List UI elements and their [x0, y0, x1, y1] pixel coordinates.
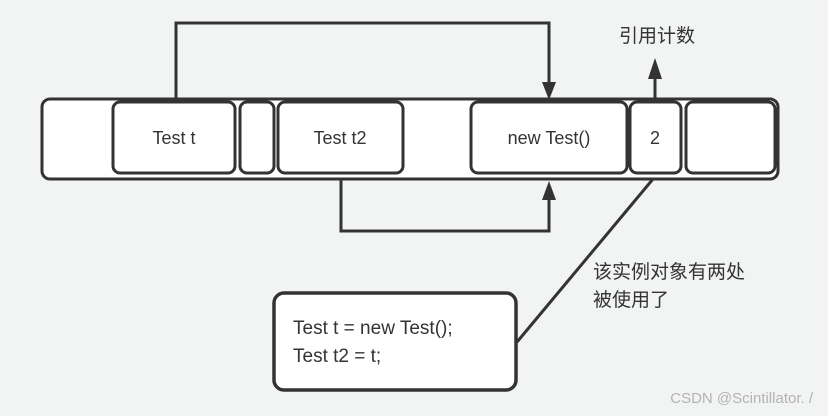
code-line1: Test t = new Test(); [293, 318, 453, 339]
cell-empty-narrow [238, 100, 276, 175]
code-line2: Test t2 = t; [293, 346, 381, 367]
callout-line [515, 178, 655, 343]
arrow-t2-to-object [339, 179, 551, 233]
cell-test-t [111, 100, 237, 175]
arrow-t2-to-object-head-icon [542, 181, 556, 200]
label-new-test: new Test() [508, 128, 591, 148]
label-ref-count-value: 2 [650, 128, 660, 148]
code-box [272, 291, 518, 392]
cell-new-test [469, 100, 629, 175]
annotation-line1: 该实例对象有两处 [593, 261, 745, 283]
label-test-t2: Test t2 [313, 128, 366, 148]
ref-count-title: 引用计数 [619, 25, 695, 47]
annotation-line2: 被使用了 [593, 289, 669, 311]
arrow-t-to-object [174, 21, 551, 99]
watermark-text: CSDN @Scintillator. / [670, 390, 814, 407]
cell-empty-right [684, 100, 777, 175]
arrow-ref-count-head-icon [648, 58, 662, 79]
label-test-t: Test t [152, 128, 195, 148]
arrow-t-to-object-head-icon [542, 82, 556, 100]
cell-ref-count [628, 100, 683, 175]
cell-test-t2 [276, 100, 405, 175]
